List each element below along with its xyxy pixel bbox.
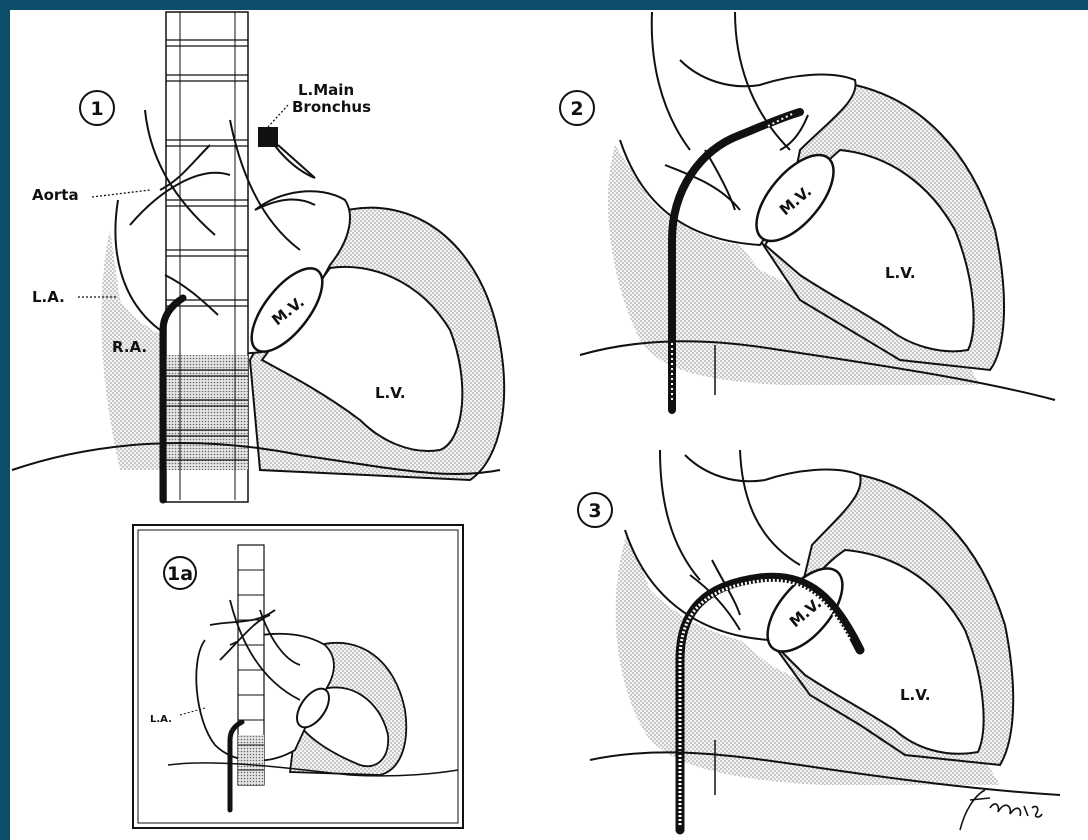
label-l-main: L.Main [298, 81, 354, 99]
panel-1a-number: 1a [167, 563, 193, 585]
panel-3-number: 3 [588, 500, 601, 522]
panel-3-label-lv: L.V. [900, 686, 931, 704]
label-ra: R.A. [112, 338, 147, 356]
label-lv: L.V. [375, 384, 406, 402]
panel-1-number: 1 [90, 98, 103, 120]
label-bronchus: Bronchus [292, 98, 371, 116]
label-la: L.A. [32, 288, 65, 306]
label-aorta: Aorta [32, 186, 79, 204]
panel-2-number: 2 [570, 98, 583, 120]
panel-2-label-lv: L.V. [885, 264, 916, 282]
bronchus-marker [258, 127, 278, 147]
inset-label-la: L.A. [150, 714, 172, 725]
